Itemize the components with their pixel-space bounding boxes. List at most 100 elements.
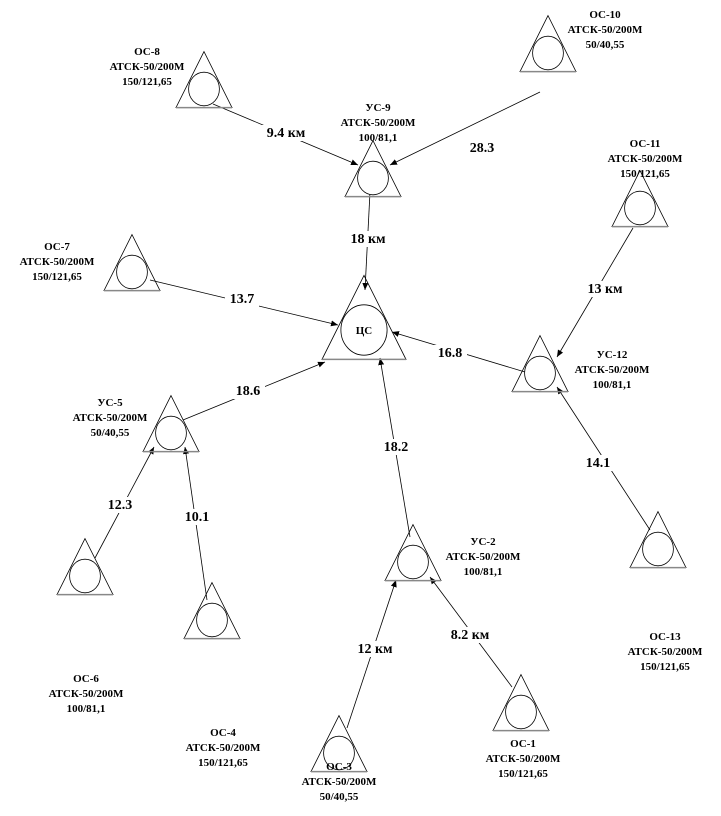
link-label-bg <box>584 281 626 297</box>
node-capacity: 150/121,65 <box>640 661 690 673</box>
link-line <box>389 91 541 166</box>
link-label-bg <box>433 345 467 361</box>
link-distance-label: 13.7 <box>230 292 255 307</box>
node-CS: ЦС <box>321 274 407 361</box>
node-model: АТСК-50/200М <box>73 412 148 424</box>
node-model: АТСК-50/200М <box>568 24 643 36</box>
node-capacity: 100/81,1 <box>359 132 398 144</box>
node-model: АТСК-50/200М <box>20 256 95 268</box>
station-circle-icon <box>69 558 101 594</box>
node-name: УС-2 <box>470 536 496 548</box>
link-US-9-to-CS: 18 км <box>347 191 389 291</box>
node-model: АТСК-50/200М <box>486 753 561 765</box>
node-capacity: 150/121,65 <box>32 271 82 283</box>
link-distance-label: 14.1 <box>586 456 611 471</box>
station-circle-icon <box>323 735 355 771</box>
link-label-bg <box>347 231 389 247</box>
station-circle-icon <box>357 160 389 196</box>
central-station-label: ЦС <box>356 325 373 337</box>
link-OC-10-to-US-9: 28.3 <box>389 91 541 166</box>
link-OC-13-to-US-12: 14.1 <box>556 386 651 531</box>
link-distance-label: 18.2 <box>384 440 409 455</box>
station-circle-icon <box>524 355 556 391</box>
link-label-bg <box>465 140 499 156</box>
link-label-bg <box>180 509 214 525</box>
station-circle-icon <box>188 71 220 107</box>
node-capacity: 150/121,65 <box>122 76 172 88</box>
node-capacity: 150/121,65 <box>498 768 548 780</box>
node-name: ОС-6 <box>73 673 99 685</box>
node-name: ОС-7 <box>44 241 70 253</box>
link-label-bg <box>103 497 137 513</box>
node-name: ОС-8 <box>134 46 160 58</box>
link-distance-label: 28.3 <box>470 141 495 156</box>
node-model: АТСК-50/200М <box>341 117 416 129</box>
node-model: АТСК-50/200М <box>302 776 377 788</box>
link-label-bg <box>446 627 494 643</box>
station-circle-icon <box>624 190 656 226</box>
station-circle-icon <box>155 415 187 451</box>
node-capacity: 150/121,65 <box>620 168 670 180</box>
link-distance-label: 16.8 <box>438 346 463 361</box>
link-OC-8-to-US-9: 9.4 км <box>212 103 359 166</box>
node-model: АТСК-50/200М <box>575 364 650 376</box>
link-label-bg <box>231 383 265 399</box>
node-name: УС-5 <box>97 397 123 409</box>
station-circle-icon <box>397 544 429 580</box>
link-label-bg <box>379 439 413 455</box>
link-distance-label: 9.4 км <box>267 126 306 141</box>
link-OC-4-to-US-5: 10.1 <box>180 446 214 601</box>
station-circle-icon <box>116 254 148 290</box>
node-capacity: 100/81,1 <box>464 566 503 578</box>
node-name: ОС-1 <box>510 738 536 750</box>
link-distance-label: 12 км <box>357 642 393 657</box>
node-model: АТСК-50/200М <box>628 646 703 658</box>
station-circle-icon <box>642 531 674 567</box>
node-capacity: 50/40,55 <box>586 39 625 51</box>
station-circle-icon <box>532 35 564 71</box>
link-US-2-to-CS: 18.2 <box>378 357 413 538</box>
node-model: АТСК-50/200М <box>110 61 185 73</box>
link-distance-label: 10.1 <box>185 510 210 525</box>
link-OC-11-to-US-12: 13 км <box>556 227 634 358</box>
link-distance-label: 8.2 км <box>451 628 490 643</box>
link-distance-label: 18.6 <box>236 384 261 399</box>
station-circle-icon <box>196 602 228 638</box>
station-circle-icon <box>505 694 537 730</box>
node-name: ОС-10 <box>589 9 621 21</box>
link-OC-3-to-US-2: 12 км <box>346 579 397 729</box>
node-name: ОС-13 <box>649 631 681 643</box>
node-model: АТСК-50/200М <box>608 153 683 165</box>
link-distance-label: 12.3 <box>108 498 133 513</box>
link-label-bg <box>225 291 259 307</box>
link-OC-1-to-US-2: 8.2 км <box>429 576 513 688</box>
link-label-bg <box>262 125 310 141</box>
link-distance-label: 13 км <box>587 282 623 297</box>
node-model: АТСК-50/200М <box>49 688 124 700</box>
link-OC-6-to-US-5: 12.3 <box>94 446 155 559</box>
node-capacity: 50/40,55 <box>320 791 359 803</box>
station-circle-icon <box>340 304 388 356</box>
node-name: УС-12 <box>597 349 628 361</box>
link-OC-7-to-CS: 13.7 <box>149 279 339 327</box>
node-capacity: 100/81,1 <box>593 379 632 391</box>
node-name: ОС-3 <box>326 761 352 773</box>
link-US-12-to-CS: 16.8 <box>391 331 526 373</box>
node-model: АТСК-50/200М <box>446 551 521 563</box>
node-capacity: 50/40,55 <box>91 427 130 439</box>
link-label-bg <box>354 641 396 657</box>
